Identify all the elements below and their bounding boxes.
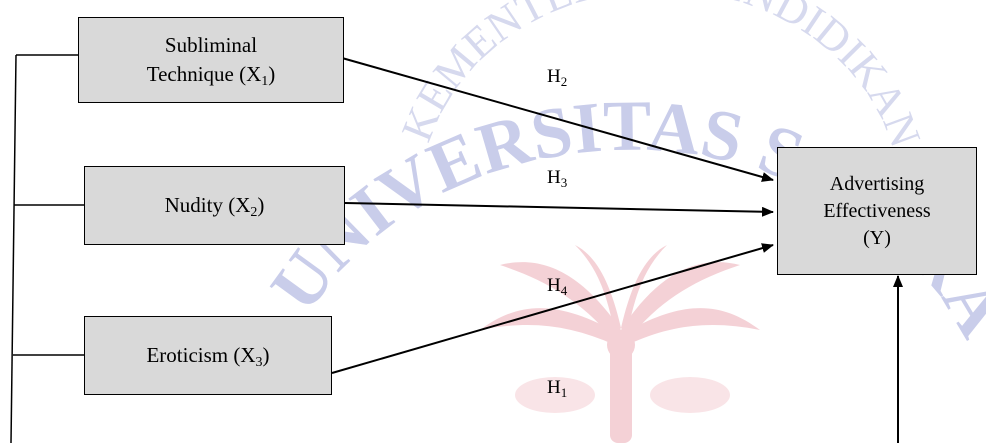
box-nudity: Nudity (X2)	[84, 166, 345, 245]
box-eroticism: Eroticism (X3)	[84, 316, 332, 395]
box-subliminal-technique: Subliminal Technique (X1)	[78, 17, 344, 103]
box-x1-line2: Technique (X1)	[146, 62, 276, 89]
arrow-x3-to-y	[331, 243, 774, 374]
box-advertising-effectiveness: Advertising Effectiveness (Y)	[777, 147, 977, 275]
box-y-line3: (Y)	[863, 226, 891, 249]
hypothesis-label-h2: H2	[547, 66, 568, 89]
box-y-line1: Advertising	[829, 172, 925, 195]
box-x1-line1: Subliminal	[164, 32, 258, 57]
palm-emblem-icon	[480, 245, 760, 443]
box-x2-label: Nudity (X2)	[164, 192, 265, 220]
arrow-x1-to-y	[341, 57, 774, 182]
box-y-line2: Effectiveness	[823, 199, 931, 222]
hypothesis-label-h1: H1	[547, 377, 568, 400]
box-x3-label: Eroticism (X3)	[146, 342, 270, 370]
left-bracket-vertical	[10, 54, 17, 443]
hypothesis-label-h3: H3	[547, 167, 568, 190]
hypothesis-label-h4: H4	[547, 275, 568, 298]
arrow-x2-to-y	[344, 202, 774, 217]
